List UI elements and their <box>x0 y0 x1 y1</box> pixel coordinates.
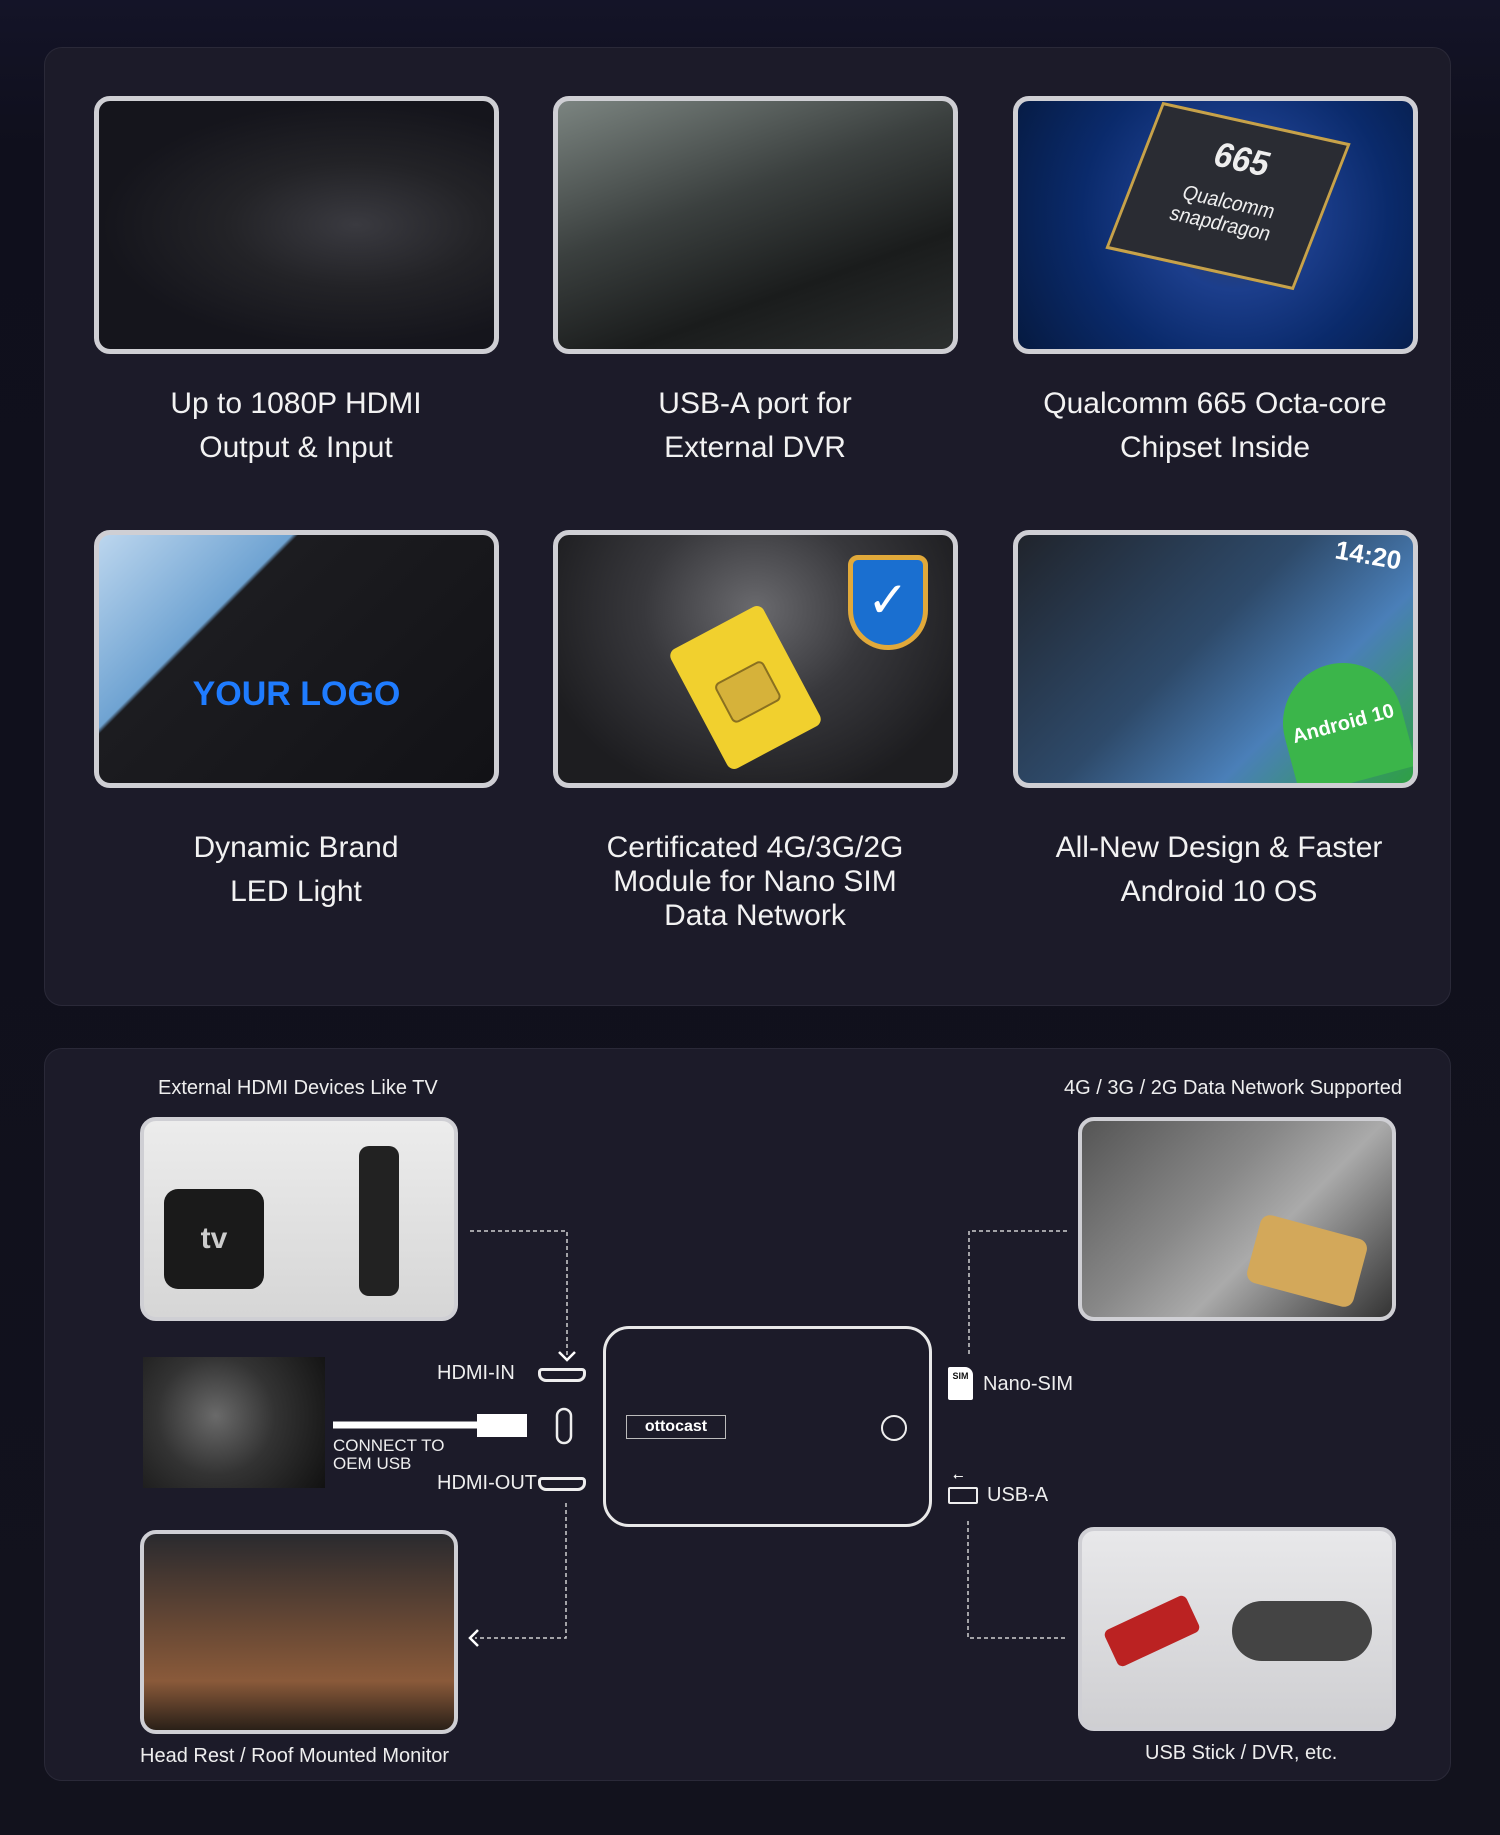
usb-line <box>967 1521 1067 1639</box>
usb-label: USB Stick / DVR, etc. <box>1145 1742 1338 1764</box>
arrow-down-icon <box>558 1351 576 1362</box>
remote-image <box>359 1146 399 1296</box>
apple-tv-box: tv <box>164 1189 264 1289</box>
network-label: 4G / 3G / 2G Data Network Supported <box>1064 1077 1402 1099</box>
usb-plug <box>477 1414 527 1437</box>
hdmi-devices-label: External HDMI Devices Like TV <box>158 1077 438 1099</box>
nano-sim-label: Nano-SIM <box>983 1373 1074 1395</box>
your-logo-text: YOUR LOGO <box>192 675 401 713</box>
hdmi-out-label: HDMI-OUT <box>437 1472 537 1494</box>
monitor-label: Head Rest / Roof Mounted Monitor <box>140 1745 450 1767</box>
hdmi-in-label: HDMI-IN <box>437 1362 515 1384</box>
arrow-left-icon <box>468 1629 479 1647</box>
hdmi-in-port-icon <box>538 1368 586 1382</box>
hdmi-out-line <box>475 1503 567 1639</box>
logo-light-image: YOUR LOGO <box>94 530 499 788</box>
device-logo: ottocast <box>626 1415 726 1439</box>
hdmi-box-image <box>94 96 499 354</box>
sim-cards-image <box>1078 1117 1396 1321</box>
dvr-camera-image <box>1232 1601 1372 1661</box>
usb-symbol-icon: ⭠ <box>953 1468 964 1483</box>
usb-dvr-image <box>1078 1527 1396 1731</box>
chipset-image: 665 Qualcomm snapdragon <box>1013 96 1418 354</box>
shield-check-icon: ✓ <box>848 555 928 650</box>
usb-a-icon <box>948 1487 978 1504</box>
ottocast-device: ottocast <box>603 1326 932 1527</box>
hdmi-in-line <box>470 1230 568 1355</box>
sim-image: ✓ <box>553 530 958 788</box>
device-button <box>881 1415 907 1441</box>
sim-line <box>968 1230 1067 1357</box>
headrest-monitor-image <box>140 1530 458 1734</box>
dvr-image <box>553 96 958 354</box>
usb-a-label: USB-A <box>987 1484 1049 1506</box>
car-usb-photo <box>143 1357 325 1488</box>
usb-c-port-icon <box>555 1407 573 1445</box>
tv-devices-image: tv <box>140 1117 458 1321</box>
sim-icon: SIM <box>948 1367 973 1400</box>
hdmi-out-port-icon <box>538 1477 586 1491</box>
